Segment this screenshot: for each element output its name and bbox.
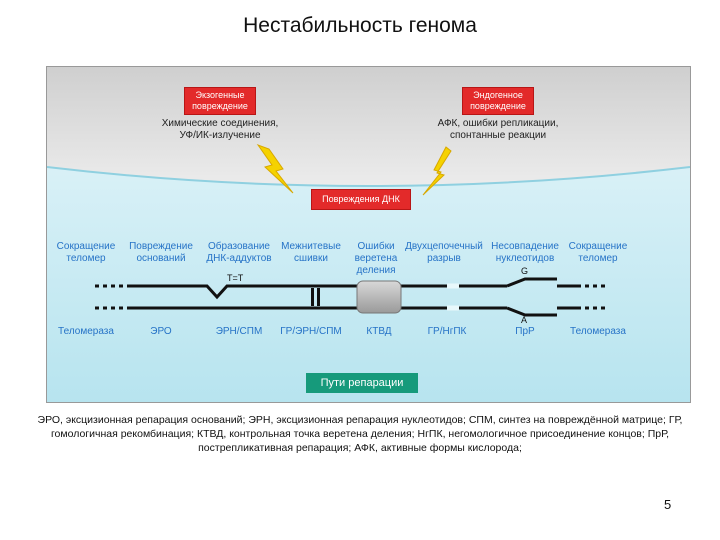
interstrand-crosslink bbox=[317, 288, 320, 306]
dna-damage-box: Повреждения ДНК bbox=[311, 189, 411, 210]
pathway-prr: ПрР bbox=[515, 326, 535, 337]
exogenous-sources: Химические соединения, УФ/ИК-излучение bbox=[161, 118, 279, 141]
pathway-ber: ЭРО bbox=[150, 326, 172, 337]
interstrand-crosslink bbox=[311, 288, 314, 306]
pathway-sac: КТВД bbox=[366, 326, 392, 337]
pathway-telomerase: Теломераза bbox=[58, 326, 114, 337]
pathway-ner-tls: ЭРН/СПМ bbox=[215, 326, 263, 337]
endogenous-damage-box: Эндогенное повреждение bbox=[462, 87, 534, 115]
base-a-label: A bbox=[521, 315, 528, 325]
environment-region bbox=[47, 67, 690, 186]
genome-instability-diagram: Экзогенные повреждение Химические соедин… bbox=[46, 66, 691, 403]
cell-boundary bbox=[47, 166, 690, 187]
spindle-error-block bbox=[356, 280, 402, 314]
repair-pathways-box: Пути репарации bbox=[306, 373, 418, 393]
dna-strands bbox=[95, 277, 607, 317]
pathway-hr-nhej: ГР/НгПК bbox=[427, 326, 467, 337]
thymine-dimer-label: T=T bbox=[227, 273, 244, 283]
base-g-label: G bbox=[521, 266, 529, 276]
pathway-telomerase-right: Теломераза bbox=[570, 326, 626, 337]
lightning-bolt-right-icon bbox=[422, 146, 452, 196]
exogenous-damage-box: Экзогенные повреждение bbox=[184, 87, 256, 115]
endogenous-sources: АФК, ошибки репликации, спонтанные реакц… bbox=[437, 118, 559, 141]
lightning-bolt-left-icon bbox=[256, 143, 294, 194]
diagram-graphics bbox=[47, 67, 690, 317]
pathway-hr-ner-tls: ГР/ЭРН/СПМ bbox=[280, 326, 342, 337]
page-number: 5 bbox=[664, 497, 672, 512]
page-title: Нестабильность генома bbox=[243, 14, 477, 37]
figure-caption: ЭРО, эксцизионная репарация оснований; Э… bbox=[37, 414, 683, 454]
